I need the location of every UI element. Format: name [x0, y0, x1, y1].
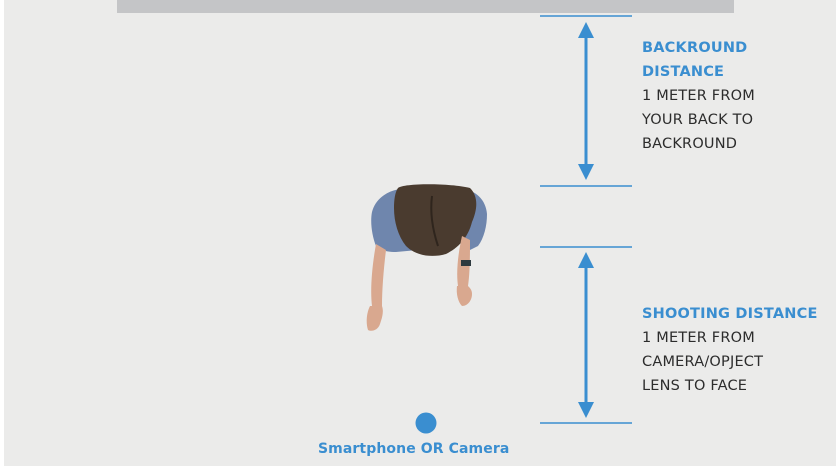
person-top-view-icon: [367, 184, 487, 331]
background-distance-detail-line: YOUR BACK TO: [642, 108, 832, 132]
background-distance-detail-line: BACKROUND: [642, 132, 832, 156]
background-distance-heading-line2: DISTANCE: [642, 60, 832, 84]
camera-label: Smartphone OR Camera: [318, 441, 509, 457]
camera-dot-icon: [416, 413, 437, 434]
shooting-distance-label: SHOOTING DISTANCE 1 METER FROM CAMERA/OP…: [642, 302, 838, 398]
shooting-distance-detail-line: CAMERA/OPJECT: [642, 350, 838, 374]
background-distance-detail-line: 1 METER FROM: [642, 84, 832, 108]
shooting-distance-detail-line: LENS TO FACE: [642, 374, 838, 398]
shooting-distance-arrow: [578, 252, 594, 418]
shooting-distance-heading: SHOOTING DISTANCE: [642, 302, 838, 326]
background-distance-heading-line1: BACKROUND: [642, 36, 832, 60]
background-distance-arrow: [578, 22, 594, 180]
background-distance-label: BACKROUND DISTANCE 1 METER FROM YOUR BAC…: [642, 36, 832, 156]
shooting-distance-detail-line: 1 METER FROM: [642, 326, 838, 350]
